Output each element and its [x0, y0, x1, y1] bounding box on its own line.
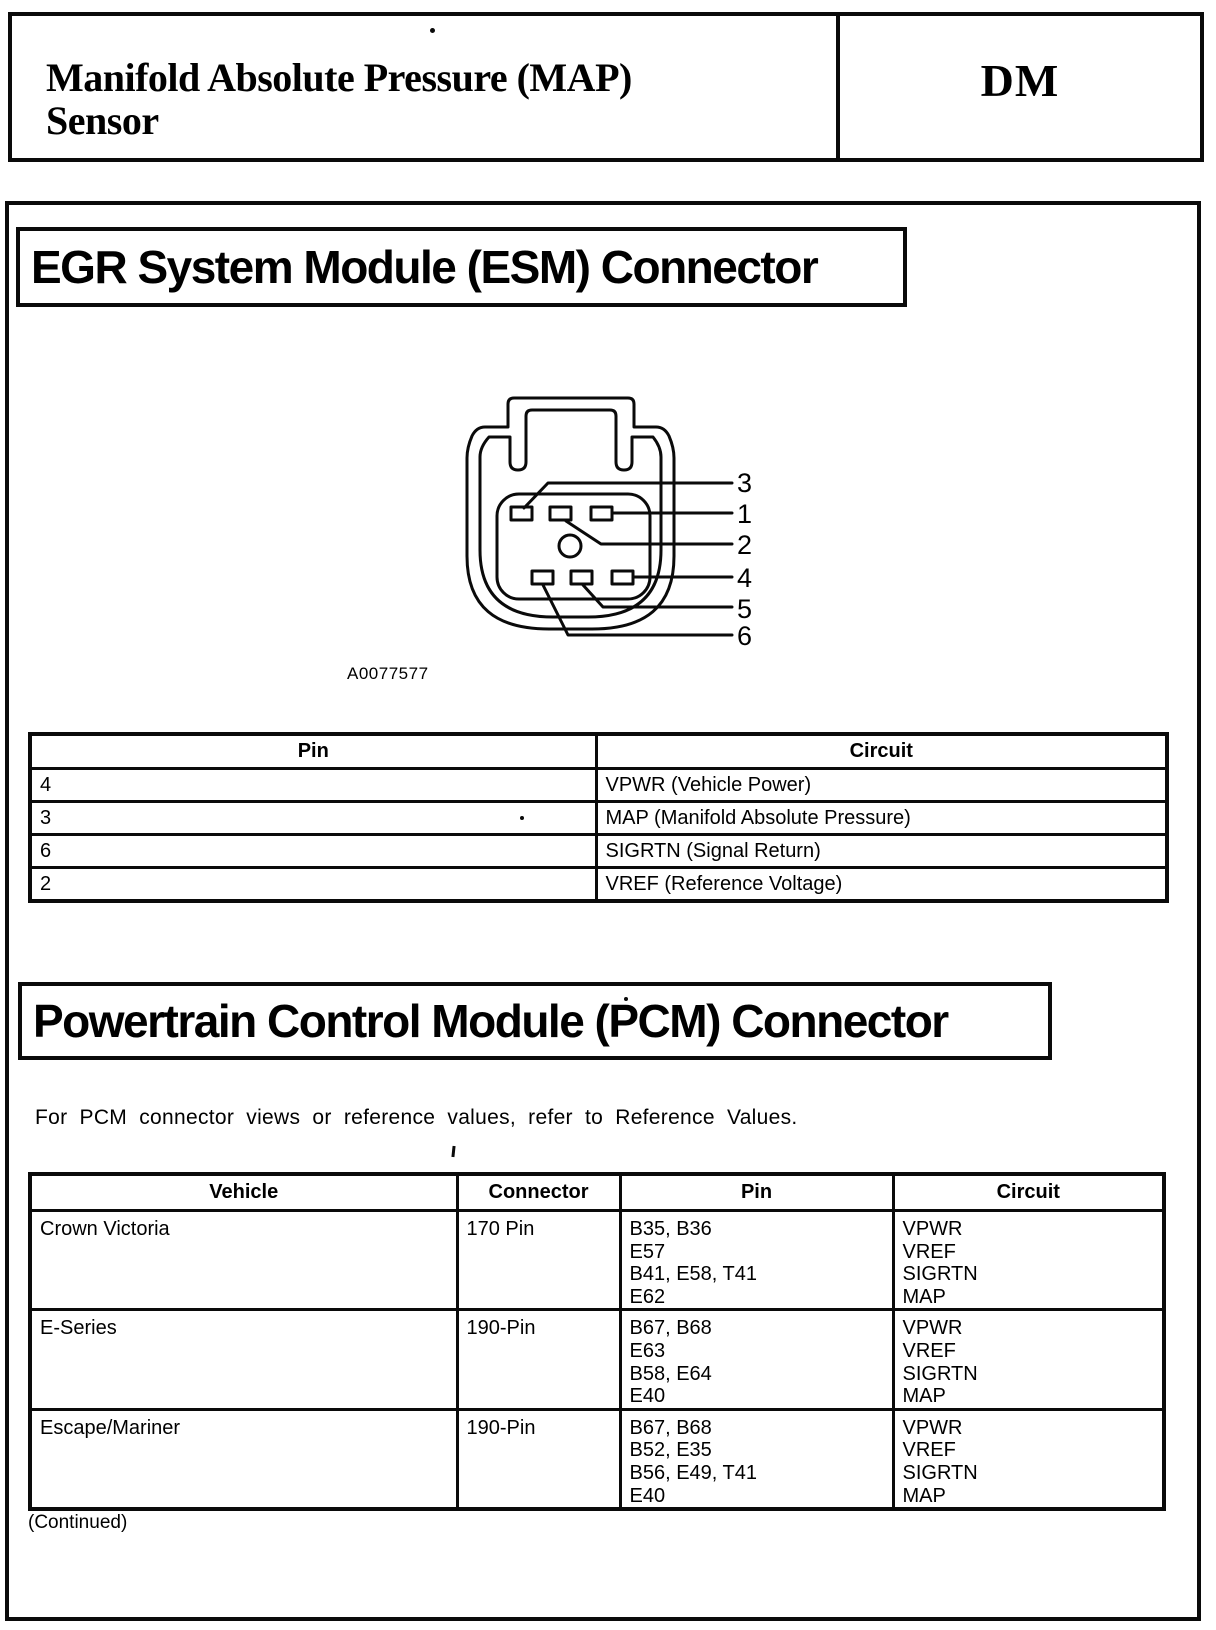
pin-line: B52, E35 [629, 1439, 712, 1462]
scan-speck [624, 997, 628, 1001]
pin-slot-5 [569, 569, 594, 586]
pin-line: E40 [629, 1385, 666, 1408]
col-header-connector: Connector [455, 1172, 622, 1212]
leader-line-3 [522, 481, 734, 510]
pin-line: B67, B68 [629, 1317, 712, 1340]
leader-line-5 [581, 583, 734, 609]
esm-connector-diagram [465, 396, 734, 637]
circuit-cell: VPWR (Vehicle Power) [594, 767, 1169, 803]
pin-cell: 4 [28, 767, 598, 803]
circuit-line: SIGRTN [902, 1362, 978, 1385]
pin-slot-1a [548, 505, 573, 522]
pin-cell: 6 [28, 833, 598, 869]
circuit-line: MAP [902, 1385, 946, 1408]
table-row: 2 VREF (Reference Voltage) [28, 866, 1169, 903]
connector-cell: 170 Pin [455, 1208, 622, 1312]
page-title: Manifold Absolute Pressure (MAP) Sensor [46, 56, 836, 142]
connector-key-hole [557, 533, 583, 559]
pin-callout-3: 3 [737, 468, 753, 498]
vehicle-cell: E-Series [28, 1308, 459, 1411]
circuit-cell: VPWR VREF SIGRTN MAP [891, 1407, 1166, 1511]
pin-line: B56, E49, T41 [629, 1461, 758, 1484]
pin-line: E63 [629, 1339, 666, 1362]
circuit-cell: MAP (Manifold Absolute Pressure) [594, 800, 1169, 836]
connector-cell: 190-Pin [455, 1407, 622, 1511]
pin-cell: 3 [28, 800, 598, 836]
col-header-pin: Pin [28, 732, 598, 770]
page-title-line1: Manifold Absolute Pressure (MAP) [46, 55, 632, 100]
pin-callout-2: 2 [737, 530, 753, 560]
page-title-line2: Sensor [46, 98, 159, 143]
page-title-cell: Manifold Absolute Pressure (MAP) Sensor [12, 16, 840, 158]
table-row: 6 SIGRTN (Signal Return) [28, 833, 1169, 869]
scan-speck [520, 816, 524, 820]
pin-callout-5: 5 [737, 594, 753, 624]
pin-callout-1: 1 [737, 499, 753, 529]
circuit-line: VREF [902, 1240, 956, 1263]
circuit-line: VREF [902, 1339, 956, 1362]
content-box [5, 201, 1201, 1621]
col-header-pin: Pin [618, 1172, 895, 1212]
circuit-line: VPWR [902, 1317, 963, 1340]
pcm-note: For PCM connector views or reference val… [35, 1106, 798, 1129]
pin-line: B35, B36 [629, 1218, 712, 1240]
circuit-cell: VPWR VREF SIGRTN MAP [891, 1308, 1166, 1411]
pin-slot-1b [589, 505, 614, 522]
circuit-cell: SIGRTN (Signal Return) [594, 833, 1169, 869]
table-row: E-Series 190-Pin B67, B68 E63 B58, E64 E… [28, 1308, 1166, 1411]
pin-slot-3 [509, 505, 534, 522]
pin-cell: B35, B36 E57 B41, E58, T41 E62 [618, 1208, 895, 1312]
page-header: Manifold Absolute Pressure (MAP) Sensor … [8, 12, 1204, 162]
circuit-line: VPWR [902, 1218, 963, 1240]
col-header-vehicle: Vehicle [28, 1172, 459, 1212]
pin-line: E62 [629, 1285, 666, 1308]
table-header-row: Vehicle Connector Pin Circuit [28, 1172, 1166, 1212]
figure-id: A0077577 [347, 664, 429, 683]
leader-line-6 [541, 583, 734, 637]
table-header-row: Pin Circuit [28, 732, 1169, 770]
pin-line: E57 [629, 1240, 666, 1263]
table-row: Crown Victoria 170 Pin B35, B36 E57 B41,… [28, 1208, 1166, 1312]
table-row: 4 VPWR (Vehicle Power) [28, 767, 1169, 803]
circuit-line: SIGRTN [902, 1461, 978, 1484]
connector-pocket [495, 492, 652, 601]
pin-slot-6 [530, 569, 555, 586]
leader-line-2 [564, 519, 734, 546]
continued-note: (Continued) [28, 1512, 128, 1533]
connector-inner-outline [478, 408, 663, 619]
circuit-cell: VREF (Reference Voltage) [594, 866, 1169, 903]
pin-line: B58, E64 [629, 1362, 712, 1385]
pin-line: B41, E58, T41 [629, 1263, 758, 1286]
vehicle-cell: Crown Victoria [28, 1208, 459, 1312]
pcm-section-heading: Powertrain Control Module (PCM) Connecto… [18, 982, 1052, 1060]
connector-outer-outline [465, 396, 676, 631]
col-header-circuit: Circuit [891, 1172, 1166, 1212]
circuit-line: VREF [902, 1439, 956, 1462]
pin-cell: B67, B68 E63 B58, E64 E40 [618, 1308, 895, 1411]
pin-callout-6: 6 [737, 621, 753, 651]
pin-cell: 2 [28, 866, 598, 903]
pin-slot-4 [610, 569, 635, 586]
pin-line: E40 [629, 1484, 666, 1507]
circuit-line: MAP [902, 1484, 946, 1507]
pcm-vehicle-table: Vehicle Connector Pin Circuit Crown Vict… [28, 1172, 1166, 1512]
esm-section-heading: EGR System Module (ESM) Connector [16, 227, 907, 307]
table-row: 3 MAP (Manifold Absolute Pressure) [28, 800, 1169, 836]
vehicle-cell: Escape/Mariner [28, 1407, 459, 1511]
esm-pin-table: Pin Circuit 4 VPWR (Vehicle Power) 3 MAP… [28, 732, 1169, 903]
table-row: Escape/Mariner 190-Pin B67, B68 B52, E35… [28, 1407, 1166, 1511]
scan-speck [430, 28, 435, 33]
connector-cell: 190-Pin [455, 1308, 622, 1411]
section-code-cell: DM [840, 16, 1200, 158]
pin-callout-4: 4 [737, 563, 753, 593]
pin-cell: B67, B68 B52, E35 B56, E49, T41 E40 [618, 1407, 895, 1511]
circuit-cell: VPWR VREF SIGRTN MAP [891, 1208, 1166, 1312]
circuit-line: MAP [902, 1285, 946, 1308]
col-header-circuit: Circuit [594, 732, 1169, 770]
circuit-line: SIGRTN [902, 1263, 978, 1286]
pin-line: B67, B68 [629, 1416, 712, 1439]
circuit-line: VPWR [902, 1416, 963, 1439]
section-code: DM [980, 54, 1060, 106]
